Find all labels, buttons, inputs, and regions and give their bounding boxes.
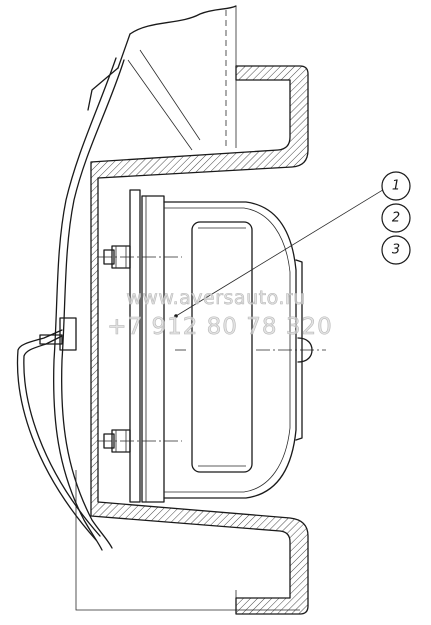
bolt-upper — [98, 245, 182, 269]
wire-harness — [16, 57, 125, 551]
watermark-site: www.aversauto.ru — [126, 287, 306, 309]
bolt-lower — [98, 429, 182, 453]
mounting-plate — [129, 189, 165, 503]
watermark: www.aversauto.ru +7 912 80 78 320 — [107, 287, 332, 341]
callout-1: 1 — [381, 171, 411, 201]
callout-1-label: 1 — [392, 179, 400, 194]
callout-2: 2 — [381, 203, 411, 233]
watermark-phone: +7 912 80 78 320 — [107, 314, 332, 340]
callout-3-label: 3 — [392, 243, 400, 258]
wire-connector — [39, 317, 77, 351]
callout-leaders — [174, 187, 387, 318]
callout-2-label: 2 — [392, 211, 400, 226]
mounting-bracket-section — [90, 65, 309, 615]
callout-3: 3 — [381, 235, 411, 265]
lamp-housing — [163, 201, 326, 499]
